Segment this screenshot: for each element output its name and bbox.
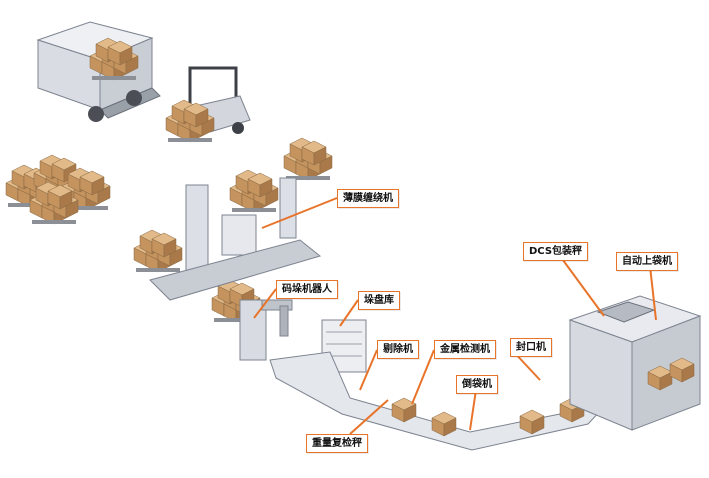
label-auto-bagger: 自动上袋机 bbox=[616, 252, 678, 271]
label-check-weigher: 重量复检秤 bbox=[306, 434, 368, 453]
label-dcs-scale: DCS包装秤 bbox=[523, 242, 589, 261]
truck bbox=[36, 21, 161, 122]
callout-lines bbox=[253, 197, 657, 435]
film-wrapping-machine bbox=[149, 177, 322, 301]
label-bag-dumper: 倒袋机 bbox=[456, 375, 498, 394]
pallet-stack bbox=[6, 155, 110, 224]
label-reject-machine: 剔除机 bbox=[377, 340, 419, 359]
palletizing-robot bbox=[239, 299, 293, 361]
packaging-station bbox=[568, 295, 702, 431]
label-tray-library: 垛盘库 bbox=[358, 291, 400, 310]
label-sealing-machine: 封口机 bbox=[510, 338, 552, 357]
label-film-wrapper: 薄膜缠绕机 bbox=[337, 189, 399, 208]
label-palletizing-robot: 码垛机器人 bbox=[276, 280, 338, 299]
forklift bbox=[166, 66, 251, 142]
label-metal-detector: 金属检测机 bbox=[434, 340, 496, 359]
